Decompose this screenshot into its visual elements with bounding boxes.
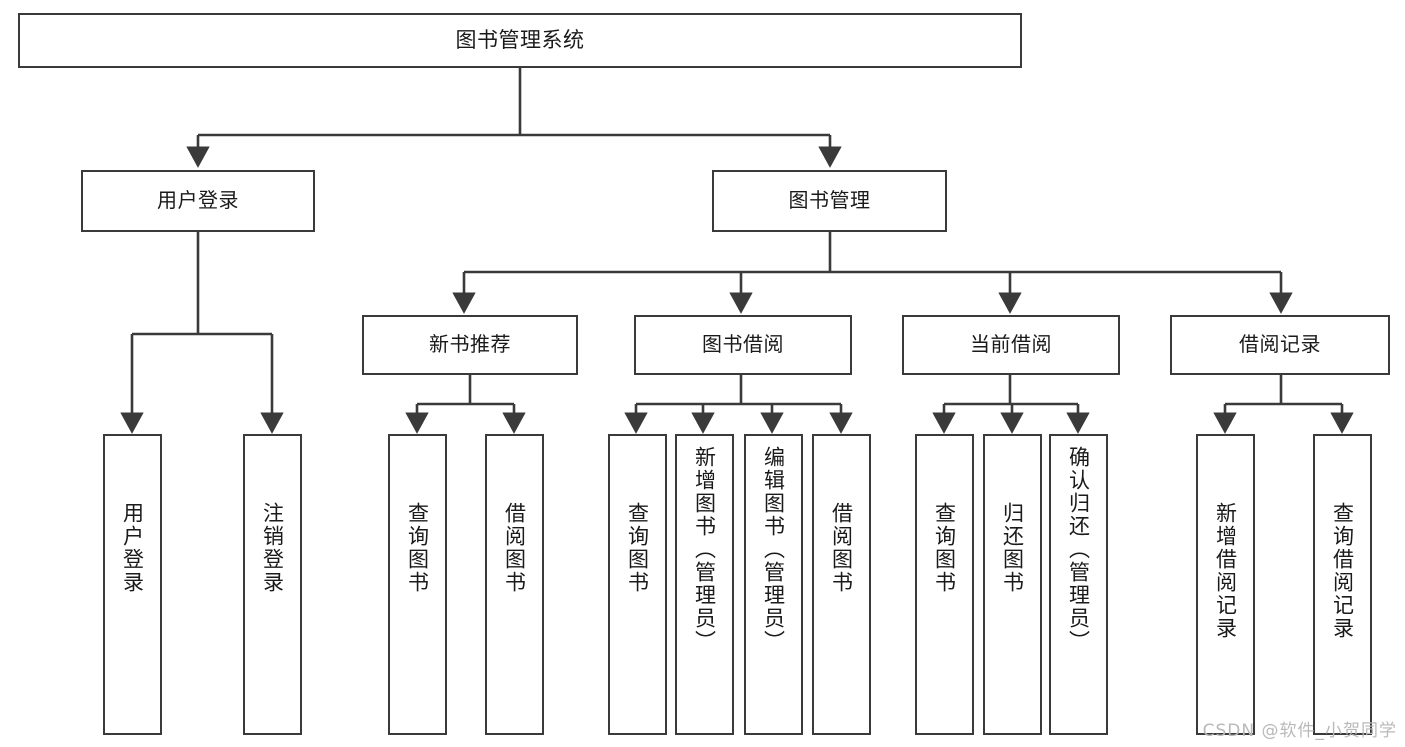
csdn-watermark: CSDN @软件_小贺同学 xyxy=(1202,721,1397,741)
node-borrow-record[interactable]: 借阅记录 xyxy=(1170,315,1390,375)
node-label: 图书管理 xyxy=(788,188,871,213)
node-label: 借阅图书 xyxy=(502,502,527,594)
leaf-add-book-admin[interactable]: 新增图书（管理员） xyxy=(675,434,734,735)
leaf-query-book-current[interactable]: 查询图书 xyxy=(915,434,974,735)
node-label: 归还图书 xyxy=(1000,502,1025,594)
node-label: 借阅记录 xyxy=(1239,332,1321,357)
node-label: 新增借阅记录 xyxy=(1213,502,1238,640)
node-label: 借阅图书 xyxy=(829,502,854,594)
node-label: 当前借阅 xyxy=(970,332,1052,357)
node-label: 新书推荐 xyxy=(429,332,511,357)
node-label: 用户登录 xyxy=(120,502,145,594)
leaf-borrow-book[interactable]: 借阅图书 xyxy=(812,434,871,735)
leaf-add-borrow-record[interactable]: 新增借阅记录 xyxy=(1196,434,1255,735)
leaf-confirm-return-admin[interactable]: 确认归还（管理员） xyxy=(1049,434,1108,735)
leaf-edit-book-admin[interactable]: 编辑图书（管理员） xyxy=(744,434,803,735)
node-label: 图书借阅 xyxy=(702,332,784,357)
leaf-query-book-borrow[interactable]: 查询图书 xyxy=(608,434,667,735)
node-label: 查询图书 xyxy=(405,502,430,594)
node-new-book-recommend[interactable]: 新书推荐 xyxy=(362,315,578,375)
node-label: 确认归还（管理员） xyxy=(1066,446,1091,653)
node-label: 图书管理系统 xyxy=(455,28,585,53)
node-label: 查询图书 xyxy=(625,502,650,594)
node-user-login[interactable]: 用户登录 xyxy=(81,170,315,232)
node-label: 查询借阅记录 xyxy=(1330,502,1355,640)
node-label: 注销登录 xyxy=(260,502,285,594)
leaf-user-login[interactable]: 用户登录 xyxy=(103,434,162,735)
node-label: 新增图书（管理员） xyxy=(692,446,717,653)
node-label: 用户登录 xyxy=(157,188,239,213)
leaf-logout[interactable]: 注销登录 xyxy=(243,434,302,735)
node-book-borrow[interactable]: 图书借阅 xyxy=(634,315,852,375)
leaf-borrow-book-recommend[interactable]: 借阅图书 xyxy=(485,434,544,735)
node-label: 查询图书 xyxy=(932,502,957,594)
leaf-query-borrow-record[interactable]: 查询借阅记录 xyxy=(1313,434,1372,735)
node-current-borrow[interactable]: 当前借阅 xyxy=(902,315,1120,375)
leaf-return-book[interactable]: 归还图书 xyxy=(983,434,1042,735)
leaf-query-book-recommend[interactable]: 查询图书 xyxy=(388,434,447,735)
node-root-system[interactable]: 图书管理系统 xyxy=(18,13,1022,68)
node-book-manage[interactable]: 图书管理 xyxy=(712,170,947,232)
node-label: 编辑图书（管理员） xyxy=(761,446,786,653)
